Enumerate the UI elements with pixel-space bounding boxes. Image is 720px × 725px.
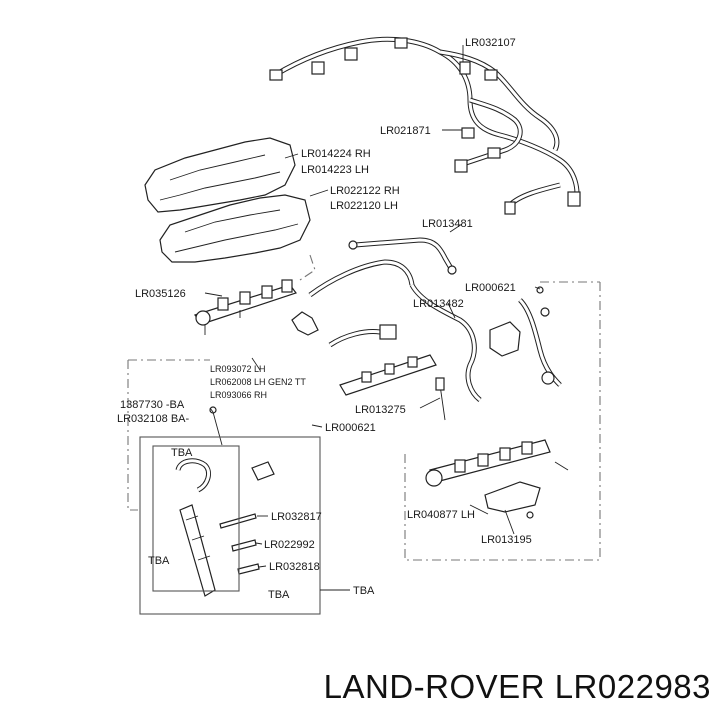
injector-kit-frame xyxy=(139,436,321,615)
callout-lr040877: LR040877 LH xyxy=(407,509,475,521)
group-outline-mid xyxy=(299,254,316,281)
callout-lr014223: LR014223 LH xyxy=(301,164,369,176)
callout-1387730: 1387730 -BA xyxy=(120,399,185,411)
callout-lr035126: LR035126 xyxy=(135,288,186,300)
callout-lr021871: LR021871 xyxy=(380,125,431,137)
fuel-rail-centre xyxy=(339,354,446,421)
callout-lr032817: LR032817 xyxy=(271,511,322,523)
injector-kit-inner-frame xyxy=(152,445,240,592)
callout-lr032107: LR032107 xyxy=(465,37,516,49)
callout-lr000621-top: LR000621 xyxy=(465,282,516,294)
callout-lr032108: LR032108 BA- xyxy=(117,413,189,425)
callout-lr032818: LR032818 xyxy=(269,561,320,573)
callout-lr000621-mid: LR000621 xyxy=(325,422,376,434)
injector-cover-upper xyxy=(144,137,296,213)
fuel-rail-left xyxy=(193,279,297,335)
callout-lr022992: LR022992 xyxy=(264,539,315,551)
callout-lr013482: LR013482 xyxy=(413,298,464,310)
part-number-caption: LAND-ROVER LR022983 xyxy=(324,668,711,705)
fuel-rail-right xyxy=(425,439,569,519)
callout-lr093066: LR093066 RH xyxy=(210,390,267,400)
hp-pipes-right xyxy=(489,286,562,387)
group-outline-right xyxy=(404,282,601,561)
callout-lr013195: LR013195 xyxy=(481,534,532,546)
callout-tba-bottom: TBA xyxy=(268,589,290,601)
callout-lr022120: LR022120 LH xyxy=(330,200,398,212)
hp-pipes-middle xyxy=(291,259,482,402)
callout-lr022122: LR022122 RH xyxy=(330,185,400,197)
injector-cover-lower xyxy=(159,194,311,263)
callout-lr014224: LR014224 RH xyxy=(301,148,371,160)
fuel-pipe-lr013481 xyxy=(348,237,457,275)
callout-tba-top: TBA xyxy=(171,447,193,459)
callout-tba-left: TBA xyxy=(148,555,170,567)
callout-lr093072: LR093072 LH xyxy=(210,364,266,374)
wiring-harness xyxy=(269,36,581,215)
callout-lr013275: LR013275 xyxy=(355,404,406,416)
callout-tba-right: TBA xyxy=(353,585,375,597)
group-outline-left xyxy=(127,360,138,511)
injector xyxy=(175,406,275,597)
callout-lr062008: LR062008 LH GEN2 TT xyxy=(210,377,306,387)
leader-lines xyxy=(204,45,541,568)
callout-lr013481: LR013481 xyxy=(422,218,473,230)
